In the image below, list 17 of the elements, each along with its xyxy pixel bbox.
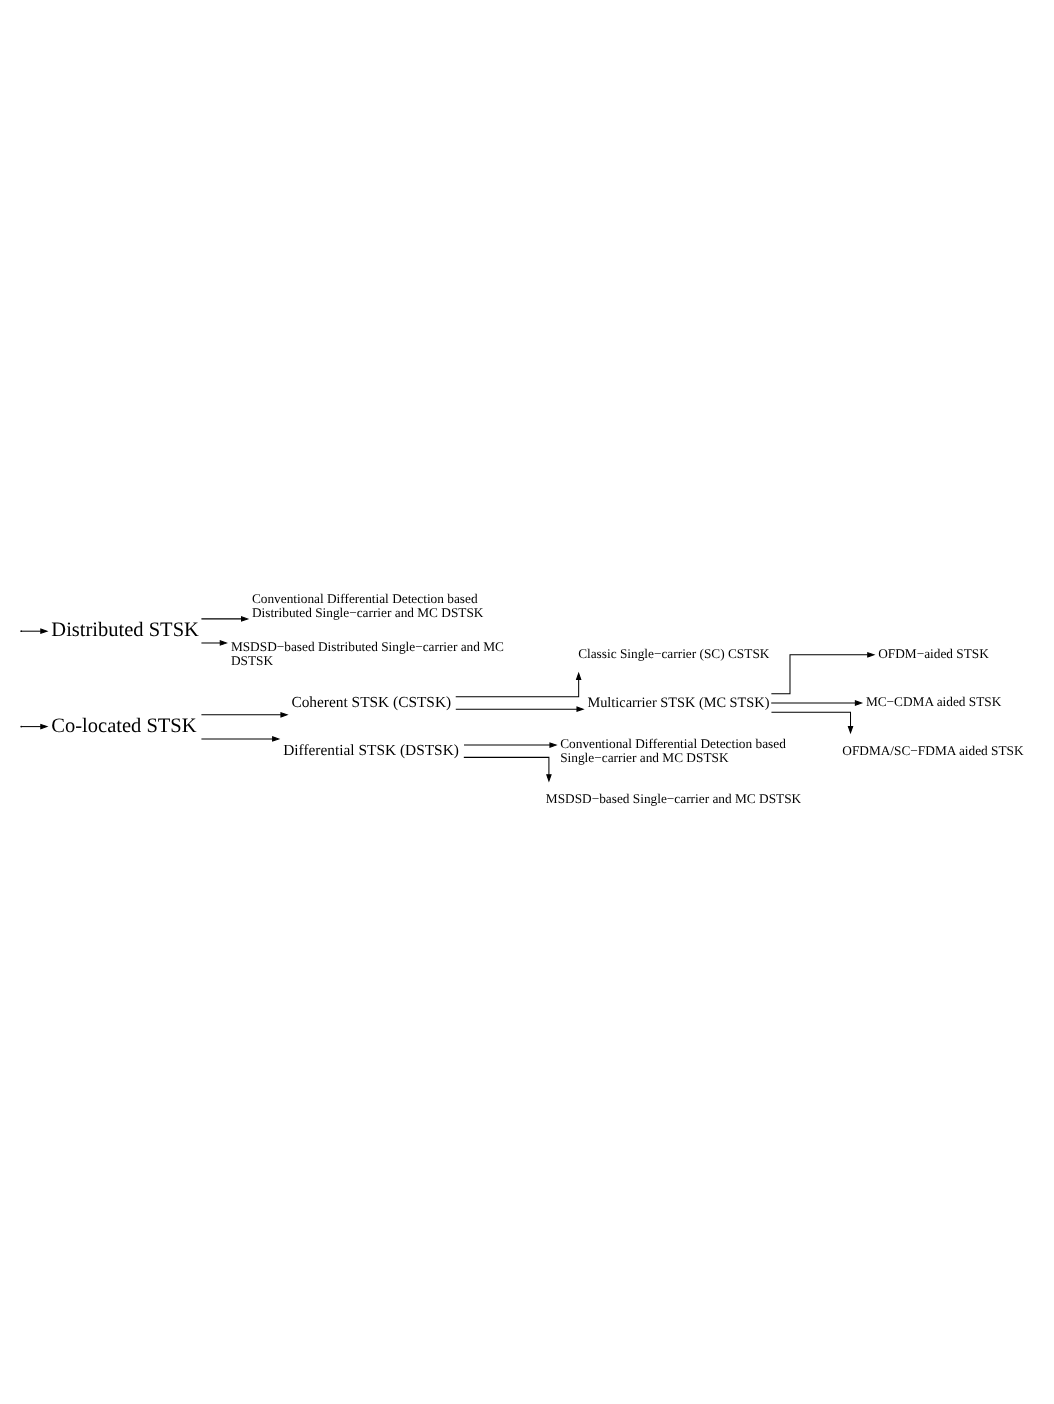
arrow — [200, 615, 250, 621]
arrow — [200, 710, 289, 717]
node-text: Differential STSK (DSTSK) — [283, 739, 459, 758]
node-text: Distributed STSK — [51, 619, 199, 642]
arrow — [21, 627, 49, 634]
arrow — [455, 705, 585, 712]
node-text: Coherent STSK (CSTSK) — [291, 691, 452, 710]
arrow — [200, 735, 281, 741]
arrow — [21, 722, 49, 729]
arrow — [200, 639, 228, 645]
arrow — [455, 670, 582, 697]
arrow — [770, 650, 876, 694]
arrow — [463, 755, 552, 782]
node-text: Co-located STSK — [51, 714, 197, 737]
arrow — [463, 741, 558, 747]
arrow — [770, 699, 864, 705]
arrow — [770, 710, 854, 734]
